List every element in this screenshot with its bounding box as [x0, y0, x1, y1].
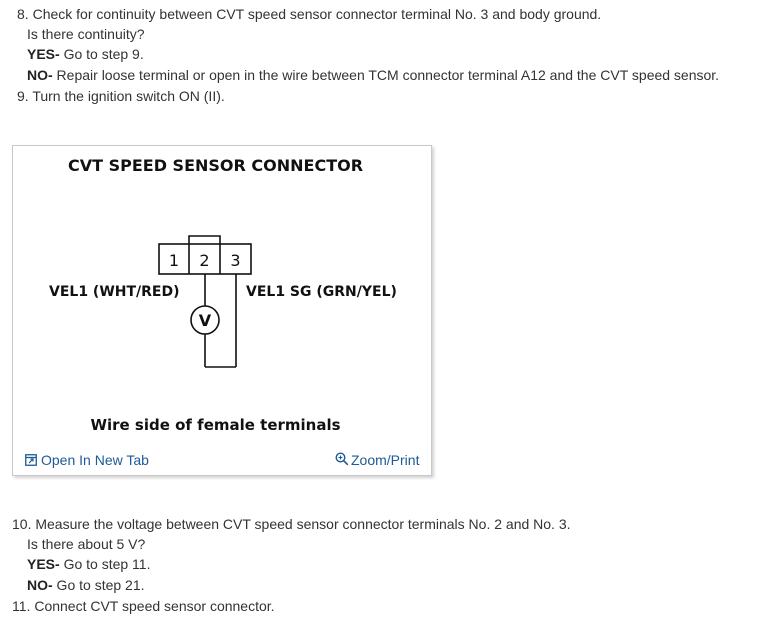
connector-figure: CVT SPEED SENSOR CONNECTOR 1 2 3 V VEL1 … [12, 145, 432, 476]
voltmeter-icon [190, 305, 220, 335]
right-wire-label: VEL1 SG (GRN/YEL) [246, 284, 397, 300]
step-10: 10. Measure the voltage between CVT spee… [12, 514, 571, 534]
step-number: 10. [12, 516, 32, 532]
step-text: Check for continuity between CVT speed s… [32, 6, 602, 22]
connector-diagram: 1 2 3 V [158, 235, 252, 368]
step-8-no: NO- Repair loose terminal or open in the… [27, 65, 719, 85]
step-11: 11. Connect CVT speed sensor connector. [12, 596, 275, 616]
connector-latch [188, 235, 221, 244]
connector-housing [158, 235, 252, 275]
step-10-question: Is there about 5 V? [27, 536, 146, 552]
no-text: Go to step 21. [52, 577, 145, 593]
no-label: NO- [27, 577, 53, 593]
step-number: 8. [17, 6, 29, 22]
terminal-3: 3 [230, 251, 240, 270]
yes-label: YES- [27, 46, 60, 62]
step-10-no: NO- Go to step 21. [27, 575, 145, 595]
step-10-yes: YES- Go to step 11. [27, 554, 150, 574]
yes-label: YES- [27, 556, 60, 572]
figure-title: CVT SPEED SENSOR CONNECTOR [67, 156, 364, 175]
no-text: Repair loose terminal or open in the wir… [52, 67, 720, 83]
no-label: NO- [27, 67, 53, 83]
step-9: 9. Turn the ignition switch ON (II). [17, 86, 225, 106]
terminal-1: 1 [169, 251, 179, 270]
left-wire-label: VEL1 (WHT/RED) [49, 284, 180, 300]
step-8-question: Is there continuity? [27, 26, 145, 42]
zoom-print-label: Zoom/Print [351, 452, 420, 468]
open-tab-icon [25, 454, 37, 466]
open-new-tab-link[interactable]: Open In New Tab [25, 452, 149, 468]
yes-text: Go to step 11. [59, 556, 151, 572]
step-text: Turn the ignition switch ON (II). [32, 88, 225, 104]
step-number: 9. [17, 88, 29, 104]
step-8: 8. Check for continuity between CVT spee… [17, 4, 601, 24]
step-text: Connect CVT speed sensor connector. [34, 598, 275, 614]
zoom-print-link[interactable]: Zoom/Print [335, 452, 419, 468]
yes-text: Go to step 9. [59, 46, 144, 62]
figure-caption: Wire side of female terminals [90, 416, 341, 434]
open-new-tab-label: Open In New Tab [41, 452, 149, 468]
step-8-yes: YES- Go to step 9. [27, 44, 144, 64]
step-number: 11. [12, 598, 31, 614]
step-text: Measure the voltage between CVT speed se… [35, 516, 571, 532]
zoom-icon [335, 452, 349, 466]
terminal-2: 2 [199, 251, 209, 270]
meter-symbol: V [199, 311, 212, 330]
meter-circuit [190, 274, 237, 368]
